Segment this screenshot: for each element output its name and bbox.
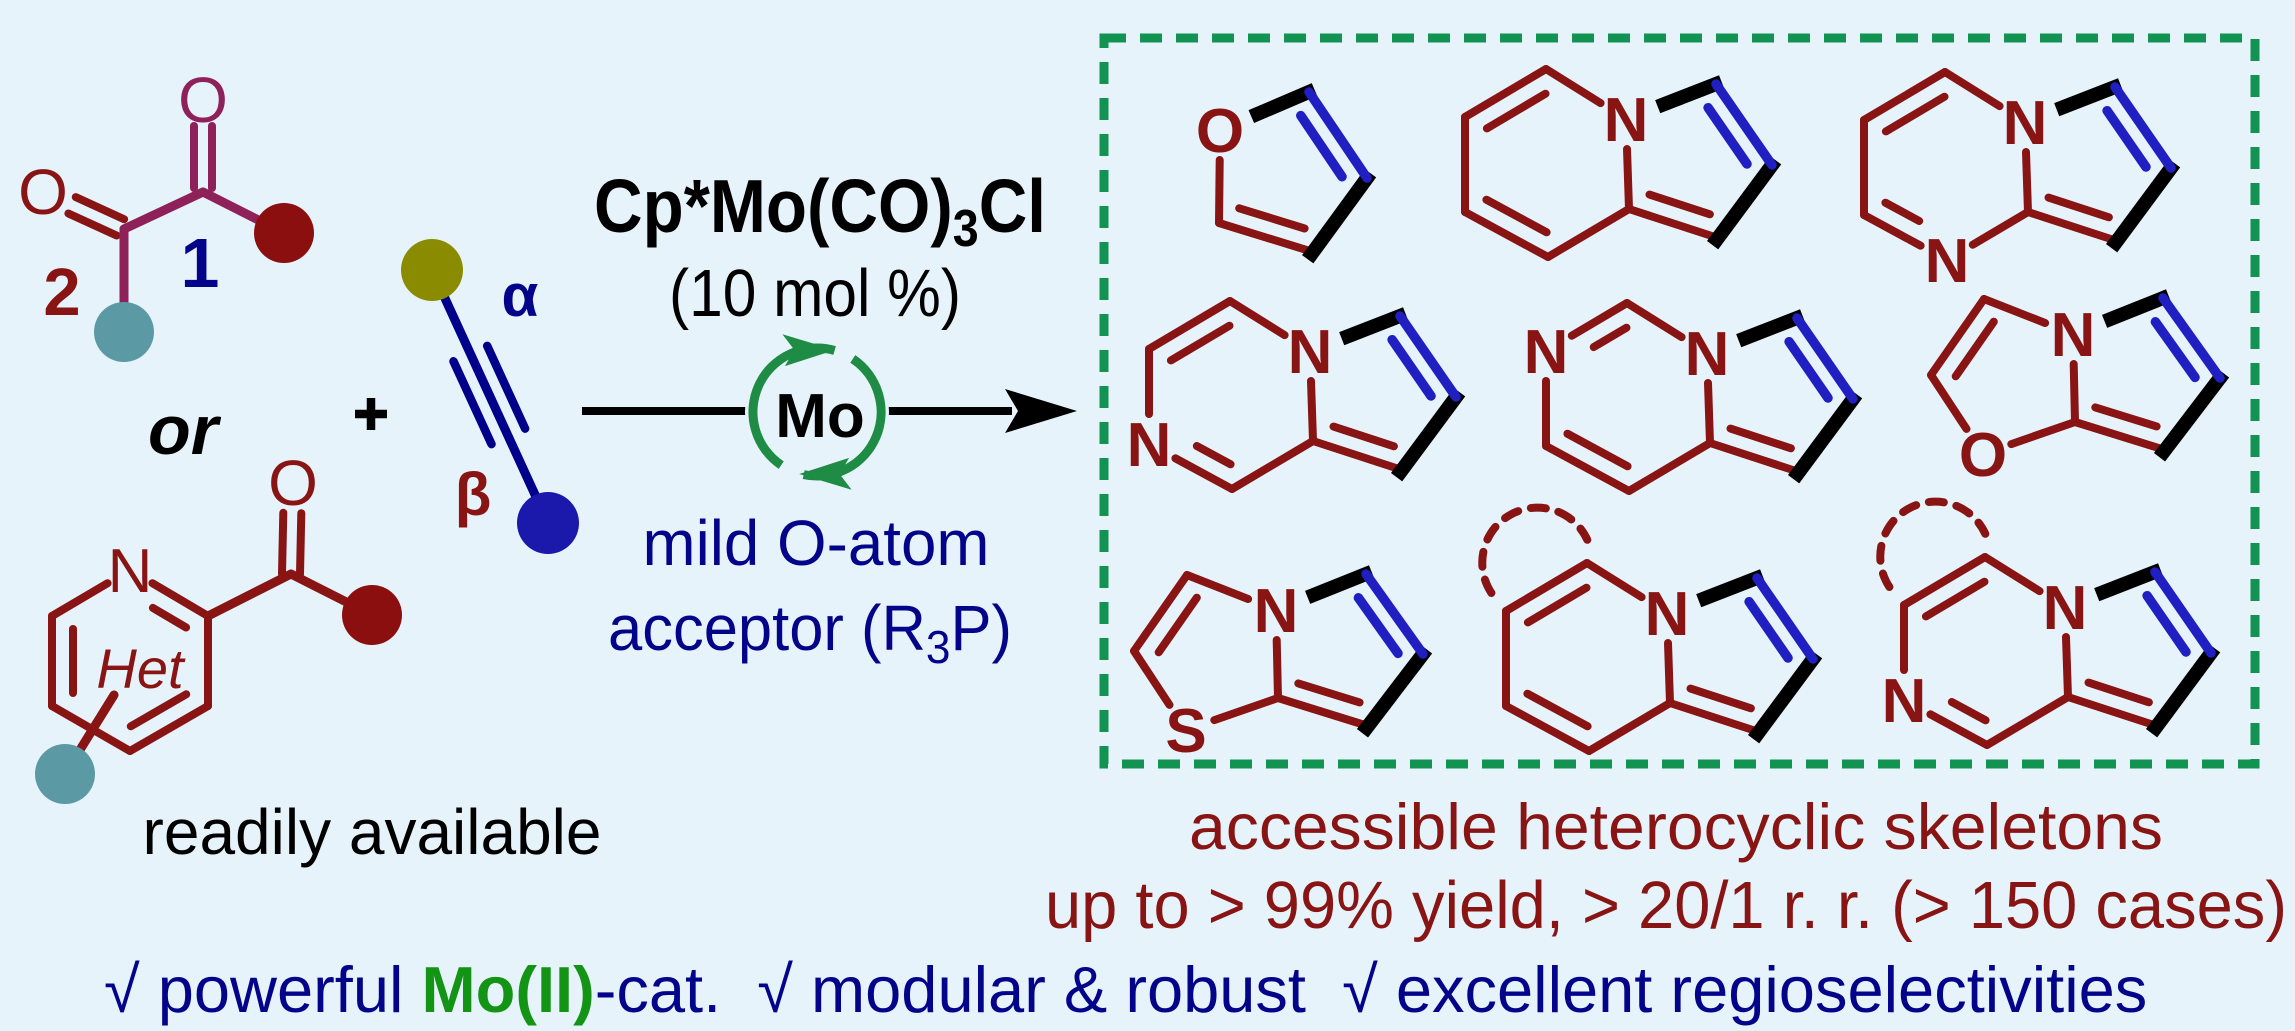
svg-text:Cp*Mo(CO)3Cl: Cp*Mo(CO)3Cl <box>594 164 1046 258</box>
svg-text:N: N <box>1645 580 1690 649</box>
svg-text:N: N <box>1288 318 1333 387</box>
svg-text:N: N <box>2043 574 2088 643</box>
svg-text:S: S <box>1165 697 1206 766</box>
svg-text:N: N <box>1925 227 1970 296</box>
svg-text:O: O <box>18 156 68 228</box>
svg-text:2: 2 <box>43 255 80 330</box>
svg-text:(10 mol %): (10 mol %) <box>669 256 961 331</box>
svg-text:acceptor (R3P): acceptor (R3P) <box>608 592 1012 673</box>
svg-text:N: N <box>1254 577 1299 646</box>
svg-text:O: O <box>1196 97 1244 166</box>
svg-text:N: N <box>1882 667 1927 736</box>
svg-text:β: β <box>455 461 492 528</box>
svg-text:up to > 99% yield, > 20/1 r. r: up to > 99% yield, > 20/1 r. r. (> 150 c… <box>1045 868 2287 943</box>
svg-text:accessible heterocyclic skelet: accessible heterocyclic skeletons <box>1189 790 2163 863</box>
svg-text:N: N <box>2003 89 2048 158</box>
svg-text:O: O <box>268 447 318 519</box>
svg-text:N: N <box>1127 411 1172 480</box>
svg-text:1: 1 <box>181 224 220 302</box>
svg-text:N: N <box>1604 86 1649 155</box>
svg-text:N: N <box>108 537 153 606</box>
svg-text:Mo: Mo <box>775 382 865 451</box>
svg-text:O: O <box>178 64 228 136</box>
svg-text:N: N <box>1524 318 1569 387</box>
svg-text:Het: Het <box>96 637 186 700</box>
svg-text:or: or <box>148 391 222 469</box>
svg-text:O: O <box>1959 421 2007 490</box>
svg-text:N: N <box>2051 301 2096 370</box>
svg-text:readily available: readily available <box>143 796 602 868</box>
svg-text:√ powerful Mo(II)-cat. √ modu: √ powerful Mo(II)-cat. √ modular & robus… <box>104 953 2147 1026</box>
svg-text:N: N <box>1685 320 1730 389</box>
svg-text:α: α <box>502 262 539 329</box>
svg-text:mild O-atom: mild O-atom <box>643 507 990 579</box>
